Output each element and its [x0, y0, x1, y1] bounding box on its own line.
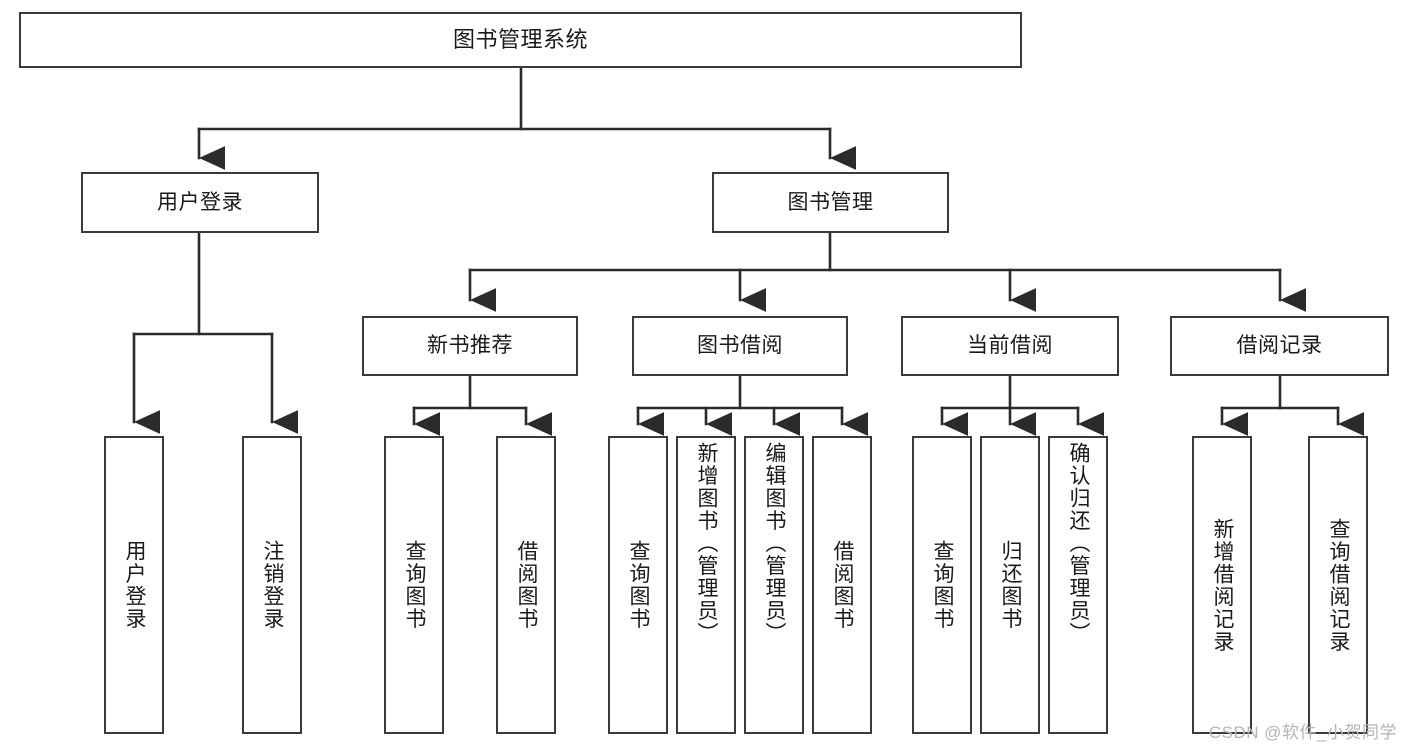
node-label: 借阅记录 [1236, 334, 1323, 358]
node-label: 新增借阅记录 [1211, 517, 1235, 653]
node-new-book-recommend[interactable]: 新书推荐 [362, 316, 578, 376]
node-label: 归还图书 [999, 540, 1023, 630]
node-label: 注销登录 [261, 540, 285, 630]
node-label: 编辑图书（管理员） [763, 442, 787, 645]
leaf-book-borrow-borrow-book[interactable]: 借阅图书 [812, 436, 872, 734]
node-root-book-management-system[interactable]: 图书管理系统 [19, 12, 1022, 68]
leaf-current-borrow-confirm-return-admin[interactable]: 确认归还（管理员） [1048, 436, 1108, 734]
leaf-book-borrow-query-book[interactable]: 查询图书 [608, 436, 668, 734]
leaf-current-borrow-query-book[interactable]: 查询图书 [912, 436, 972, 734]
node-user-login[interactable]: 用户登录 [81, 172, 319, 233]
node-borrow-record[interactable]: 借阅记录 [1170, 316, 1389, 376]
leaf-user-login-login[interactable]: 用户登录 [104, 436, 164, 734]
node-label: 确认归还（管理员） [1067, 442, 1091, 645]
leaf-user-login-logout[interactable]: 注销登录 [242, 436, 302, 734]
leaf-current-borrow-return-book[interactable]: 归还图书 [980, 436, 1040, 734]
node-label: 用户登录 [157, 190, 243, 214]
leaf-new-book-borrow-book[interactable]: 借阅图书 [496, 436, 556, 734]
node-label: 查询借阅记录 [1327, 517, 1351, 653]
leaf-book-borrow-add-book-admin[interactable]: 新增图书（管理员） [676, 436, 736, 734]
leaf-borrow-record-add-record[interactable]: 新增借阅记录 [1192, 436, 1252, 734]
node-label: 新增图书（管理员） [695, 442, 719, 645]
node-label: 图书借阅 [697, 334, 783, 358]
leaf-book-borrow-edit-book-admin[interactable]: 编辑图书（管理员） [744, 436, 804, 734]
watermark-text: CSDN @软件_小贺同学 [1208, 723, 1397, 742]
node-label: 查询图书 [403, 540, 427, 630]
leaf-new-book-query-book[interactable]: 查询图书 [384, 436, 444, 734]
node-label: 借阅图书 [831, 540, 855, 630]
node-label: 当前借阅 [967, 334, 1053, 358]
node-label: 新书推荐 [427, 334, 513, 358]
node-label: 用户登录 [123, 540, 147, 630]
node-current-borrow[interactable]: 当前借阅 [901, 316, 1119, 376]
node-label: 查询图书 [627, 540, 651, 630]
node-label: 图书管理系统 [452, 26, 588, 52]
node-book-borrow[interactable]: 图书借阅 [632, 316, 848, 376]
node-label: 图书管理 [787, 190, 874, 214]
node-label: 借阅图书 [515, 540, 539, 630]
leaf-borrow-record-query-record[interactable]: 查询借阅记录 [1308, 436, 1368, 734]
node-label: 查询图书 [931, 540, 955, 630]
node-book-management[interactable]: 图书管理 [712, 172, 949, 233]
